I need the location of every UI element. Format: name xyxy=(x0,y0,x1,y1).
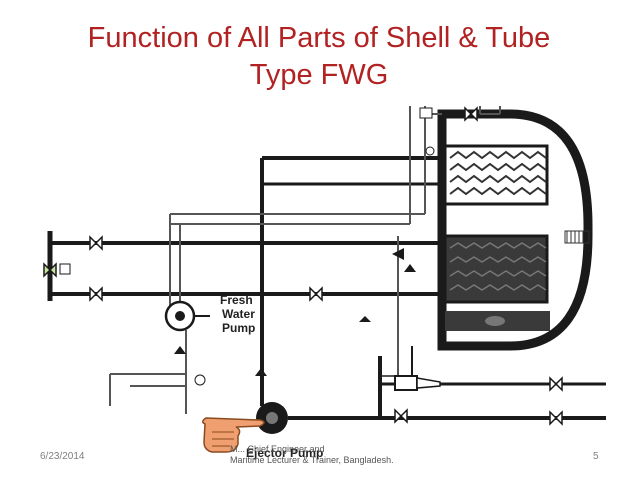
label-pump: Pump xyxy=(222,321,255,335)
demister xyxy=(564,230,590,244)
pointing-hand-icon xyxy=(202,417,265,453)
fwg-schematic: Fresh Water Pump Ejector Pump xyxy=(40,106,606,462)
condenser-coil xyxy=(443,144,549,206)
footer-date: 6/23/2014 xyxy=(40,451,85,462)
evaporator-coil xyxy=(443,234,549,304)
slide-title: Function of All Parts of Shell & Tube Ty… xyxy=(0,20,638,94)
title-line-2: Type FWG xyxy=(249,59,389,91)
title-line-1: Function of All Parts of Shell & Tube xyxy=(87,22,551,54)
fresh-water-pump xyxy=(164,300,210,332)
footer-author-line-1: M... Chief Engineer and xyxy=(230,444,325,454)
ejector-pump xyxy=(256,402,288,434)
label-ejector-pump: Ejector Pump xyxy=(246,446,323,460)
footer-author: M... Chief Engineer and Maritime Lecture… xyxy=(230,444,420,466)
label-water: Water xyxy=(222,307,255,321)
evaporator-shell xyxy=(437,109,593,351)
label-fresh: Fresh xyxy=(220,293,253,307)
footer-author-line-2: Maritime Lecturer & Trainer, Bangladesh. xyxy=(230,455,394,465)
footer-page-number: 5 xyxy=(593,451,599,462)
brine-ejector xyxy=(394,375,418,391)
